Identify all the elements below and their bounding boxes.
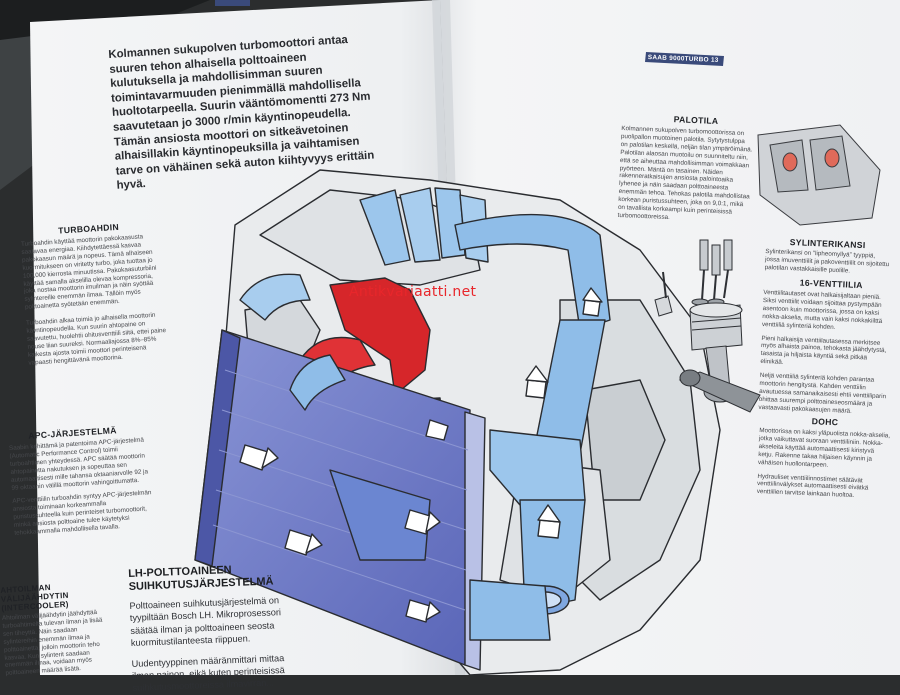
- header-tab: [645, 52, 724, 66]
- section-sylinterikansi: SYLINTERIKANSI Sylinterikansi on ”lipheo…: [765, 236, 892, 277]
- section-text: Neljä venttiiliä sylinteriä kohden paran…: [758, 372, 887, 415]
- section-text: Turboahdin alkaa toimia jo alhaisella mo…: [25, 311, 167, 367]
- section-text: Saabin kehittämä ja patentoima APC-järje…: [8, 436, 149, 492]
- section-text: Polttoaineen suihkutusjärjestelmä on tyy…: [129, 595, 282, 649]
- section-dohc: DOHC Moottorissa on kaksi yläpuolista no…: [757, 414, 892, 502]
- magazine-spread: [0, 0, 900, 675]
- lead-paragraph: Kolmannen sukupolven turbomoottori antaa…: [108, 33, 375, 193]
- piston-valves-illustration: [654, 239, 761, 413]
- section-apc: APC-JÄRJESTELMÄ Saabin kehittämä ja pate…: [8, 423, 154, 538]
- section-text: Moottorissa on kaksi yläpuolista nokka-a…: [757, 426, 891, 469]
- section-text: Pieni halkaisija venttiilautasessa merki…: [760, 334, 887, 367]
- section-16-venttiilia: 16-VENTTIILIA Venttiilitautaset ovat hal…: [758, 276, 894, 417]
- section-turboahdin: TURBOAHDIN Turboahdin käyttää moottorin …: [20, 219, 168, 367]
- section-text: Kolmannen sukupolven turbomoottorissa on…: [617, 124, 753, 222]
- section-text: Uudentyyppinen määränmittari mittaa ilma…: [131, 652, 285, 694]
- engine-illustration: [194, 169, 721, 675]
- cylinder-head-illustration: [757, 124, 881, 226]
- section-text: Turboahdin käyttää moottorin pakokaasust…: [20, 233, 157, 312]
- section-text: Venttiilitautaset ovat halkaisijaltaan p…: [761, 288, 883, 331]
- section-title: AHTOILMAN VÄLIJÄÄHDYTIN (INTERCOOLER): [0, 582, 70, 613]
- section-intercooler: AHTOILMAN VÄLIJÄÄHDYTIN (INTERCOOLER) Ah…: [0, 579, 114, 678]
- section-palotila: PALOTILA Kolmannen sukupolven turbomoott…: [617, 112, 753, 225]
- section-text: Ahtoilman välijäähdytin jäähdyttää turbo…: [1, 608, 103, 678]
- section-title: LH-POLTTOAINEEN SUIHKUTUSJÄRJESTELMÄ: [128, 564, 274, 593]
- watermark: Antikvariaatti.net: [349, 284, 477, 300]
